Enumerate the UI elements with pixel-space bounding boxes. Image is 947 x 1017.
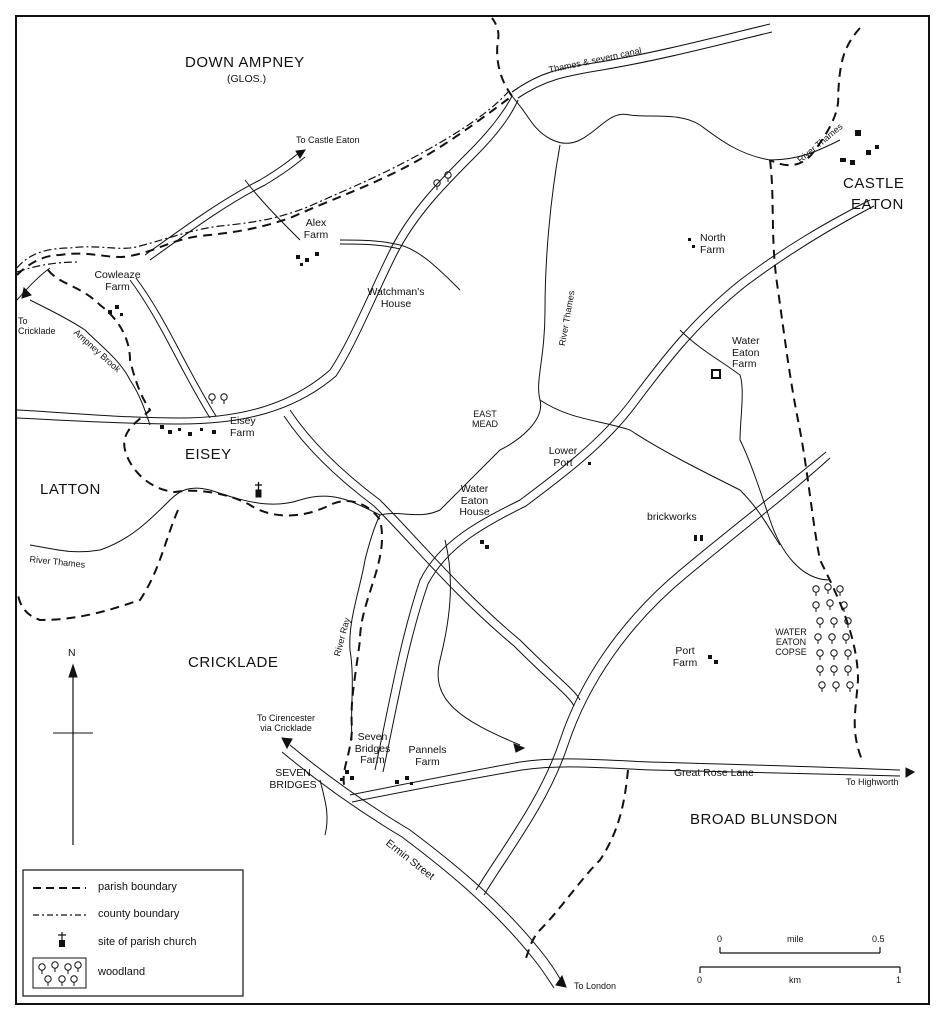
road-label-to-london: To London	[574, 981, 617, 991]
parish-boundary-lines	[16, 17, 863, 961]
scale-km-label: km	[789, 975, 801, 985]
canal	[511, 23, 773, 99]
parish-label-castle-eaton-2: EATON	[851, 196, 904, 213]
map-frame	[15, 15, 930, 1005]
woodland-copse	[812, 583, 854, 693]
legend-parish-boundary: parish boundary	[98, 881, 177, 893]
road-label-great-rose-lane: Great Rose Lane	[674, 767, 754, 779]
rivers	[29, 95, 841, 836]
roads	[16, 95, 901, 989]
place-brickworks: brickworks	[647, 511, 697, 523]
legend-church: site of parish church	[98, 936, 197, 948]
road-label-to-highworth: To Highworth	[846, 777, 899, 787]
church-symbol	[255, 482, 262, 498]
scale-km-end: 1	[896, 975, 902, 985]
scale-mile-start: 0	[717, 934, 723, 944]
scale-mile-label: mile	[787, 934, 804, 944]
legend-county-boundary: county boundary	[98, 908, 180, 920]
legend-box	[22, 869, 244, 997]
parish-label-latton: LATTON	[40, 481, 101, 498]
farm-buildings	[108, 130, 879, 785]
north-arrow	[53, 663, 93, 845]
parish-label-down-ampney: DOWN AMPNEY	[185, 54, 305, 71]
scale-km-start: 0	[697, 975, 703, 985]
scale-mile-end: 0.5	[872, 934, 885, 944]
parish-label-eisey: EISEY	[185, 446, 232, 463]
legend-woodland: woodland	[98, 966, 146, 978]
road-label-to-castle-eaton: To Castle Eaton	[296, 135, 360, 145]
parish-label-broad-blunsdon: BROAD BLUNSDON	[690, 811, 838, 828]
county-boundary-lines	[16, 91, 509, 273]
scale-bars	[699, 947, 901, 973]
parish-label-cricklade: CRICKLADE	[188, 654, 279, 671]
road-arrows	[21, 149, 916, 988]
parish-label-castle-eaton: CASTLE	[843, 175, 905, 192]
north-arrow-label: N	[68, 647, 76, 659]
county-label: (GLOS.)	[227, 73, 267, 85]
